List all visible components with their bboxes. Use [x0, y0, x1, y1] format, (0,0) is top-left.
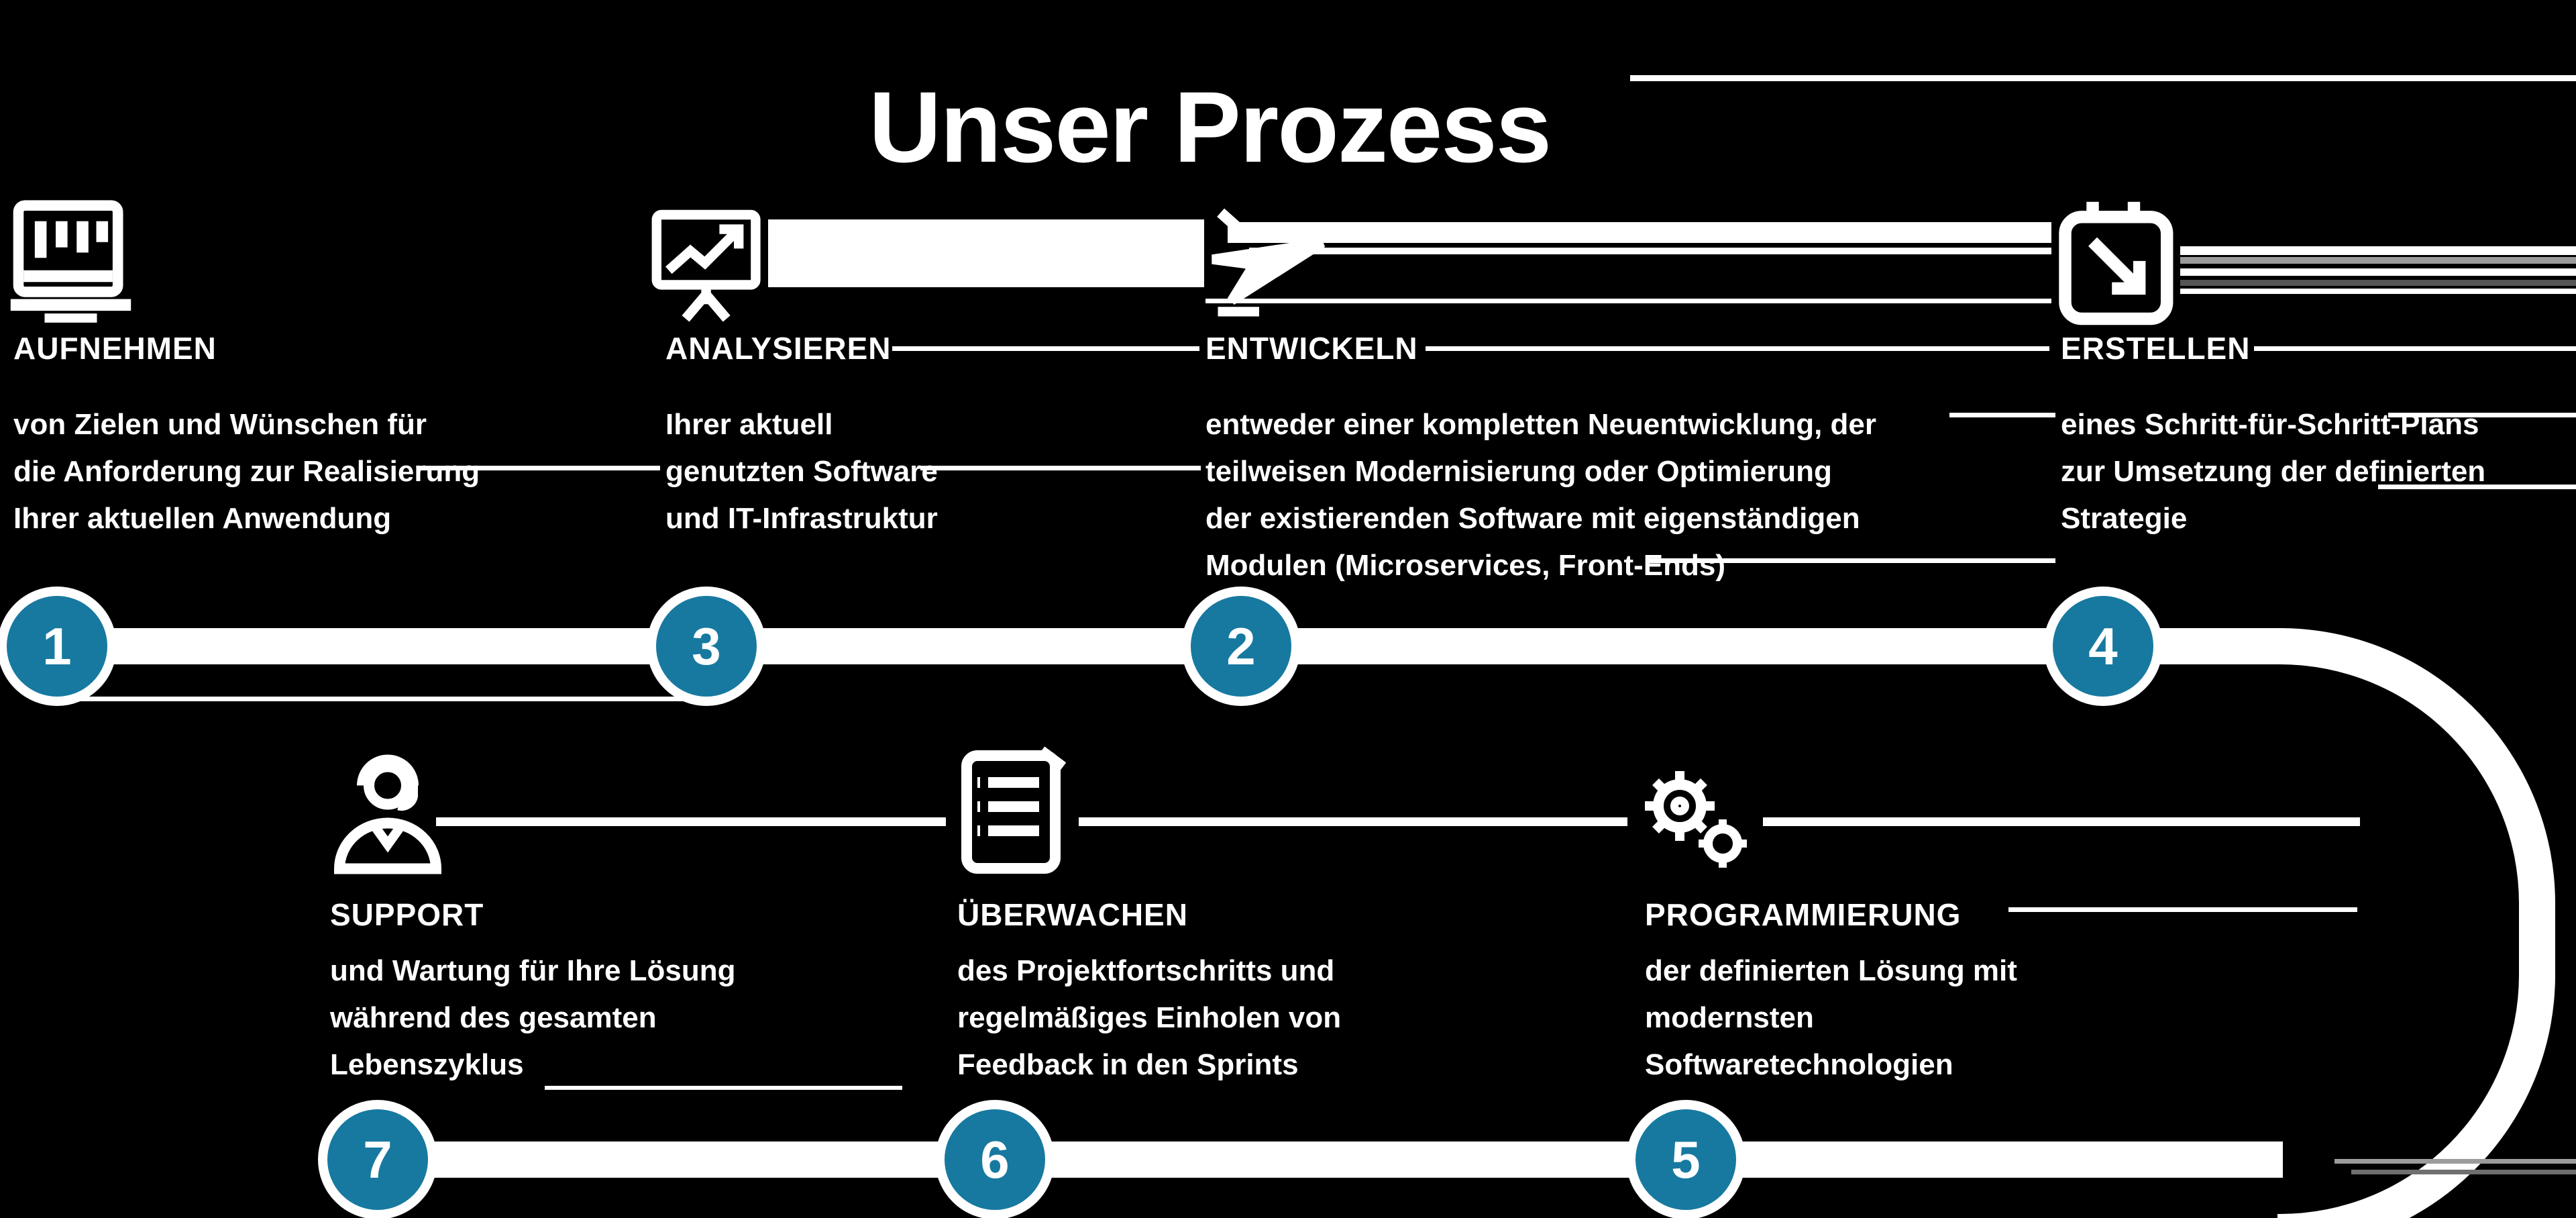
text-connector [1649, 558, 2055, 563]
timeline-top [57, 628, 2284, 664]
timeline-thin-echo [60, 697, 704, 701]
step-title-support: SUPPORT [330, 897, 484, 932]
highlight-bar [768, 219, 1204, 287]
step-text: teilweisen Modernisierung oder Optimieru… [1205, 455, 1832, 488]
heading-connector [892, 346, 1199, 351]
step-text: zur Umsetzung der definierten [2061, 455, 2486, 488]
connector-band [2180, 246, 2576, 255]
connector-band [1249, 248, 2051, 254]
step-number-circle: 6 [935, 1100, 1055, 1218]
step-text: Ihrer aktuell [665, 408, 833, 441]
step-number-circle: 4 [2043, 587, 2163, 706]
step-text: die Anforderung zur Realisierung [13, 455, 480, 488]
step-number: 2 [1226, 616, 1256, 676]
step-text: des Projektfortschritts und [957, 954, 1335, 987]
step-title-programmierung: PROGRAMMIERUNG [1645, 897, 1962, 932]
title-underline [1630, 75, 2576, 81]
step-number-circle: 5 [1626, 1100, 1746, 1218]
window-diagonal-arrow-icon [2051, 193, 2189, 334]
icon-connector [1079, 817, 1627, 826]
heading-connector [1426, 346, 2049, 351]
text-connector [2378, 485, 2576, 489]
timeline-thin-echo [2351, 1170, 2576, 1174]
step-number-circle: 2 [1181, 587, 1301, 706]
icon-connector [436, 817, 946, 826]
text-connector [920, 466, 1201, 470]
step-text: der existierenden Software mit eigenstän… [1205, 502, 1860, 535]
step-text: während des gesamten [330, 1001, 657, 1034]
page-title: Unser Prozess [869, 70, 1552, 183]
step-text: der definierten Lösung mit [1645, 954, 2017, 987]
connector-band [2180, 280, 2576, 286]
step-title-aufnehmen: AUFNEHMEN [13, 331, 217, 366]
connector-band [2180, 289, 2576, 294]
step-number: 1 [42, 616, 72, 676]
icon-connector [1763, 817, 2360, 826]
step-number-circle: 1 [0, 587, 117, 706]
heading-connector [2254, 346, 2576, 351]
step-text: von Zielen und Wünschen für [13, 408, 427, 441]
step-title-ueberwachen: ÜBERWACHEN [957, 897, 1188, 932]
connector-band [2180, 268, 2576, 276]
gears-icon [1629, 755, 1763, 882]
step-number-circle: 7 [318, 1100, 437, 1218]
step-text: Strategie [2061, 502, 2188, 535]
connector-band [2180, 257, 2576, 264]
text-connector [545, 1086, 902, 1090]
step-number: 5 [1671, 1129, 1701, 1189]
step-number: 4 [2088, 616, 2118, 676]
step-number: 6 [980, 1129, 1010, 1189]
step-text: genutzten Software [665, 455, 938, 488]
step-text: Modulen (Microservices, Front-Ends) [1205, 549, 1725, 582]
checklist-icon [948, 742, 1082, 882]
step-text: entweder einer kompletten Neuentwicklung… [1205, 408, 1876, 441]
text-connector [1949, 413, 2055, 417]
connector-band [1228, 222, 2051, 243]
heading-connector [2008, 907, 2357, 912]
step-title-erstellen: ERSTELLEN [2061, 331, 2251, 366]
step-number: 7 [363, 1129, 392, 1189]
timeline-thin-echo [2334, 1159, 2576, 1164]
presentation-chart-icon [649, 196, 770, 330]
step-text: Lebenszyklus [330, 1048, 524, 1081]
timeline-curve [2277, 628, 2555, 1218]
step-number-circle: 3 [647, 587, 766, 706]
timeline-bottom [378, 1141, 2283, 1178]
step-text: Feedback in den Sprints [957, 1048, 1299, 1081]
step-text: Ihrer aktuellen Anwendung [13, 502, 392, 535]
connector-band [1205, 299, 2051, 303]
step-title-analysieren: ANALYSIEREN [665, 331, 892, 366]
step-text: regelmäßiges Einholen von [957, 1001, 1342, 1034]
step-text: und IT-Infrastruktur [665, 502, 938, 535]
bar-chart-board-icon [5, 196, 136, 330]
text-connector [2388, 413, 2576, 417]
step-title-entwickeln: ENTWICKELN [1205, 331, 1418, 366]
text-connector [419, 466, 660, 470]
headset-support-icon [321, 744, 455, 881]
step-text: Softwaretechnologien [1645, 1048, 1953, 1081]
step-text: modernsten [1645, 1001, 1814, 1034]
step-number: 3 [692, 616, 721, 676]
step-text: eines Schritt-für-Schritt-Plans [2061, 408, 2479, 441]
step-text: und Wartung für Ihre Lösung [330, 954, 736, 987]
